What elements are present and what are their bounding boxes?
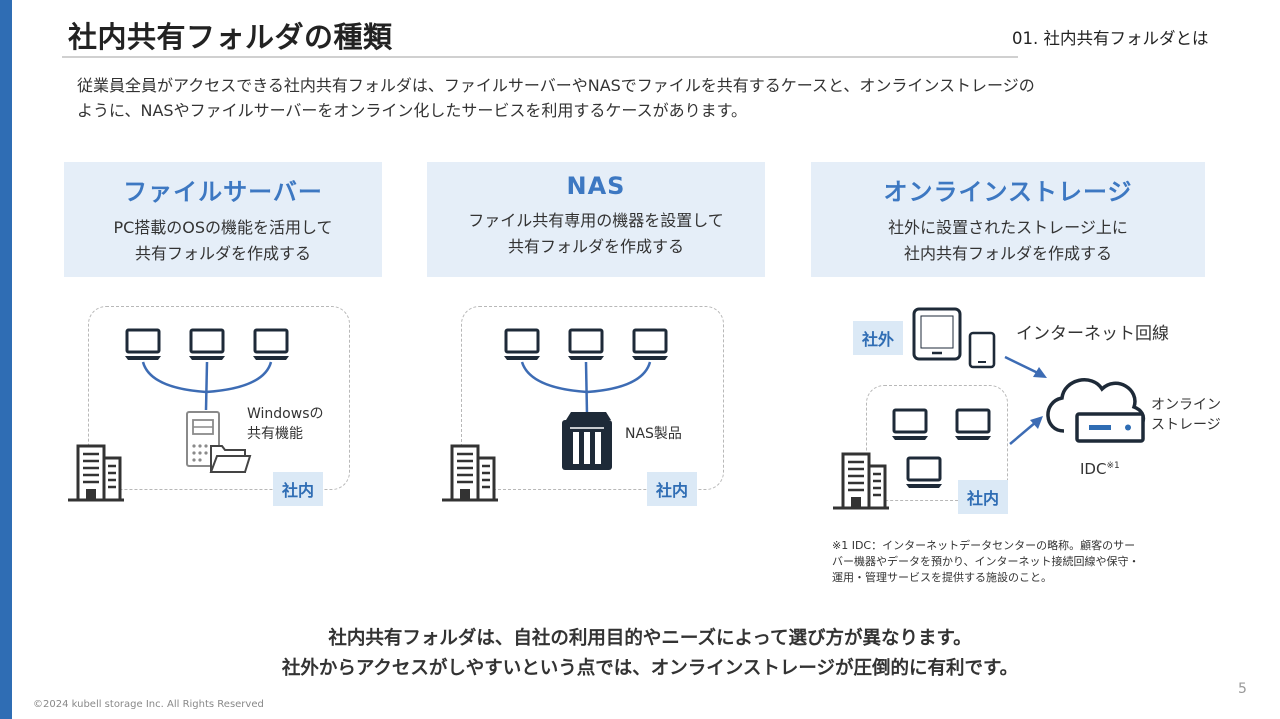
summary-text: 社内共有フォルダは、自社の利用目的やニーズによって選び方が異なります。 社外から…	[0, 624, 1280, 684]
storage-label-line: ストレージ	[1151, 417, 1221, 433]
arrow-internal	[1009, 416, 1043, 445]
internal-tag: 社内	[647, 472, 698, 506]
page-number: 5	[1238, 681, 1247, 697]
card-desc-line: PC搭載のOSの機能を活用して	[113, 218, 333, 237]
intro-text: 従業員全員がアクセスできる社内共有フォルダは、ファイルサーバーやNASでファイル…	[77, 73, 1217, 123]
cloud-storage-icon	[1046, 378, 1146, 443]
folder-icon	[209, 445, 252, 473]
card-title: NAS	[566, 172, 626, 200]
footnote-line: 運用・管理サービスを提供する施設のこと。	[832, 571, 1052, 584]
card-desc-line: 社外に設置されたストレージ上に	[888, 218, 1128, 237]
building-icon	[831, 452, 891, 510]
internet-label: インターネット回線	[1016, 324, 1169, 344]
card-desc-line: 社内共有フォルダを作成する	[903, 244, 1112, 263]
card-online-storage: オンラインストレージ 社外に設置されたストレージ上に 社内共有フォルダを作成する	[811, 162, 1205, 277]
card-title: オンラインストレージ	[883, 178, 1133, 206]
external-tag: 社外	[853, 321, 904, 355]
idc-footnote: ※1 IDC：インターネットデータセンターの略称。顧客のサー バー機器やデータを…	[832, 538, 1212, 586]
card-desc-line: ファイル共有専用の機器を設置して	[468, 211, 724, 230]
card-desc-line: 共有フォルダを作成する	[134, 244, 311, 263]
fileserver-label: Windowsの 共有機能	[247, 404, 324, 444]
title-divider	[62, 56, 1018, 58]
footnote-line: バー機器やデータを預かり、インターネット接続回線や保守・	[832, 555, 1140, 568]
intro-line-2: ように、NASやファイルサーバーをオンライン化したサービスを利用するケースがあり…	[77, 101, 748, 120]
nas-network-box	[461, 306, 724, 490]
card-desc-line: 共有フォルダを作成する	[507, 237, 684, 256]
internal-network-box	[866, 385, 1008, 501]
footnote-line: ※1 IDC：インターネットデータセンターの略称。顧客のサー	[832, 539, 1136, 552]
storage-label-line: オンライン	[1151, 397, 1221, 413]
internal-tag: 社内	[958, 480, 1009, 514]
building-icon	[66, 444, 126, 502]
idc-text: IDC	[1080, 460, 1107, 478]
nas-icon	[562, 412, 612, 470]
smartphone-icon	[968, 331, 996, 369]
card-file-server: ファイルサーバー PC搭載のOSの機能を活用して 共有フォルダを作成する	[64, 162, 382, 277]
idc-footnote-mark: ※1	[1106, 461, 1120, 471]
laptop-icon	[890, 408, 930, 442]
laptop-icon	[953, 408, 993, 442]
intro-line-1: 従業員全員がアクセスできる社内共有フォルダは、ファイルサーバーやNASでファイル…	[77, 76, 1035, 95]
fileserver-connection-lines	[141, 361, 273, 411]
summary-line-1: 社内共有フォルダは、自社の利用目的やニーズによって選び方が異なります。	[328, 628, 972, 649]
laptop-icon	[502, 328, 542, 362]
page-title: 社内共有フォルダの種類	[68, 20, 393, 54]
fileserver-network-box	[88, 306, 350, 490]
arrow-external	[1004, 355, 1047, 378]
summary-line-2: 社外からアクセスがしやすいという点では、オンラインストレージが圧倒的に有利です。	[281, 658, 1019, 679]
card-description: PC搭載のOSの機能を活用して 共有フォルダを作成する	[64, 215, 382, 267]
laptop-icon	[566, 328, 606, 362]
fileserver-label-line: 共有機能	[247, 426, 303, 442]
tablet-icon	[912, 307, 962, 361]
nas-label: NAS製品	[625, 426, 682, 442]
laptop-icon	[187, 328, 227, 362]
card-description: ファイル共有専用の機器を設置して 共有フォルダを作成する	[427, 208, 765, 260]
card-title: ファイルサーバー	[123, 178, 323, 206]
card-description: 社外に設置されたストレージ上に 社内共有フォルダを作成する	[811, 215, 1205, 267]
laptop-icon	[630, 328, 670, 362]
fileserver-label-line: Windowsの	[247, 406, 324, 422]
laptop-icon	[904, 456, 944, 490]
section-label: 01. 社内共有フォルダとは	[1012, 29, 1209, 48]
internal-tag: 社内	[273, 472, 324, 506]
laptop-icon	[123, 328, 163, 362]
idc-label: IDC※1	[1080, 456, 1120, 479]
nas-connection-lines	[520, 361, 652, 415]
building-icon	[440, 444, 500, 502]
card-nas: NAS ファイル共有専用の機器を設置して 共有フォルダを作成する	[427, 162, 765, 277]
accent-side-bar	[0, 0, 12, 719]
copyright: ©2024 kubell storage Inc. All Rights Res…	[33, 699, 264, 710]
storage-label: オンライン ストレージ	[1151, 395, 1221, 435]
laptop-icon	[251, 328, 291, 362]
